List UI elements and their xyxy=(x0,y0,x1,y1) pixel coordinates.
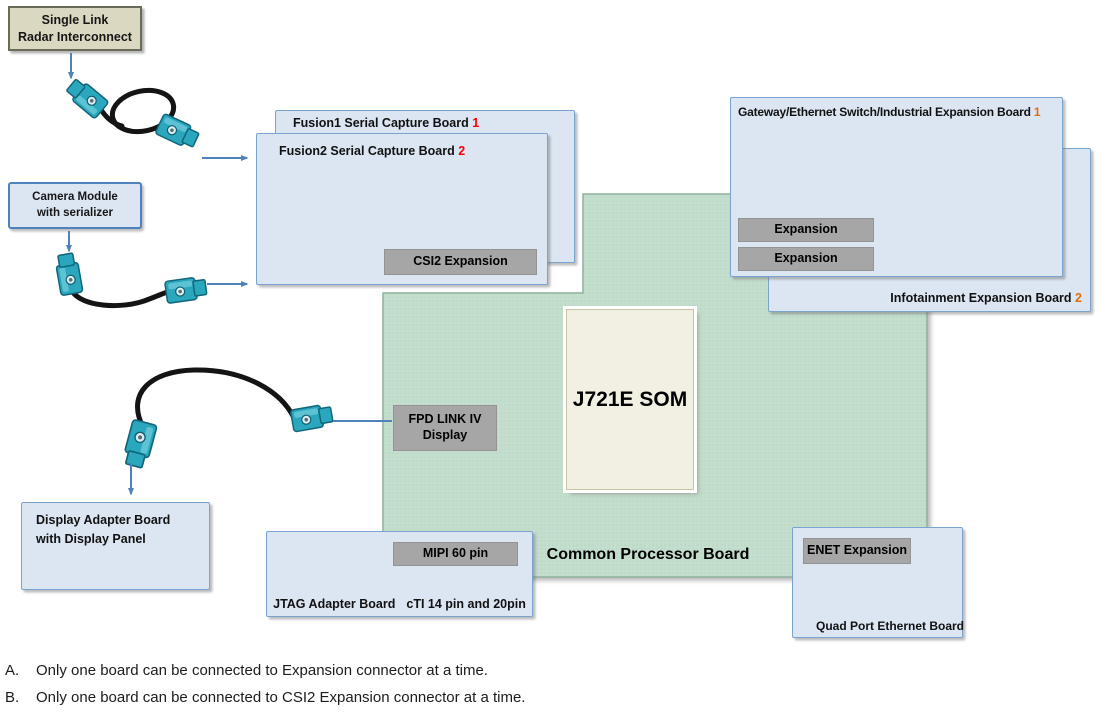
camera-label-line1: Camera Module xyxy=(32,190,118,203)
display-fakra-cable xyxy=(120,367,335,470)
fusion1-title: Fusion1 Serial Capture Board 1 xyxy=(293,116,479,130)
expansion-label-2: Expansion xyxy=(774,251,838,266)
note-a: A. Only one board can be connected to Exp… xyxy=(5,662,1095,679)
quad-port-ethernet-board: ENET Expansion Quad Port Ethernet Board xyxy=(792,527,964,638)
note-b-text: Only one board can be connected to CSI2 … xyxy=(36,689,526,706)
infotainment-number: 2 xyxy=(1075,291,1082,305)
gateway-number: 1 xyxy=(1033,105,1041,119)
expansion-label-1: Expansion xyxy=(774,222,838,237)
display-adapter-line1: Display Adapter Board xyxy=(36,513,171,527)
display-adapter-board: Display Adapter Board with Display Panel xyxy=(21,502,210,590)
note-a-letter: A. xyxy=(5,662,20,679)
jtag-adapter-board: MIPI 60 pin JTAG Adapter Board cTI 14 pi… xyxy=(266,531,533,617)
radar-label-line1: Single Link xyxy=(41,13,109,28)
radar-fakra-cable xyxy=(63,75,202,152)
common-processor-board-text: Common Processor Board xyxy=(546,546,750,563)
fusion2-number: 2 xyxy=(458,144,466,158)
jtag-label-left: JTAG Adapter Board xyxy=(273,597,396,611)
camera-module-box: Camera Module with serializer xyxy=(8,182,142,229)
fakra-connector-icon xyxy=(63,75,110,120)
fusion2-serial-capture-board: Fusion2 Serial Capture Board 2 CSI2 Expa… xyxy=(256,133,548,285)
note-b: B. Only one board can be connected to CSI… xyxy=(5,689,1095,706)
som-label: J721E SOM xyxy=(572,387,688,411)
enet-expansion-connector: ENET Expansion xyxy=(803,538,911,564)
fakra-connector-icon xyxy=(163,275,209,305)
fakra-connector-icon xyxy=(154,112,202,152)
fusion2-title-text: Fusion2 Serial Capture Board xyxy=(279,144,455,158)
mipi-60pin-label: MIPI 60 pin xyxy=(422,546,489,561)
common-processor-board-label: Common Processor Board xyxy=(528,544,768,566)
fusion1-title-text: Fusion1 Serial Capture Board xyxy=(293,116,469,130)
mipi-60pin-connector: MIPI 60 pin xyxy=(393,542,518,566)
enet-expansion-label: ENET Expansion xyxy=(806,543,908,558)
note-a-text: Only one board can be connected to Expan… xyxy=(36,662,488,679)
jtag-label-right: cTI 14 pin and 20pin xyxy=(406,597,526,611)
fusion1-number: 1 xyxy=(472,116,480,130)
jtag-label: JTAG Adapter Board cTI 14 pin and 20pin xyxy=(267,597,532,611)
gateway-title: Gateway/Ethernet Switch/Industrial Expan… xyxy=(738,105,1041,119)
expansion-connector-1: Expansion xyxy=(738,218,874,242)
gateway-title-text: Gateway/Ethernet Switch/Industrial Expan… xyxy=(738,105,1031,119)
quad-port-label: Quad Port Ethernet Board xyxy=(816,619,964,633)
csi2-expansion-connector: CSI2 Expansion xyxy=(384,249,537,275)
fpd-label-line1: FPD LINK IV xyxy=(408,412,482,427)
fpd-link-iv-display-connector: FPD LINK IV Display xyxy=(393,405,497,451)
fusion2-title: Fusion2 Serial Capture Board 2 xyxy=(279,144,465,158)
csi2-expansion-label: CSI2 Expansion xyxy=(413,254,508,269)
infotainment-title: Infotainment Expansion Board 2 xyxy=(890,291,1082,305)
display-adapter-label: Display Adapter Board with Display Panel xyxy=(36,511,170,549)
display-adapter-line2: with Display Panel xyxy=(36,531,146,546)
infotainment-title-text: Infotainment Expansion Board xyxy=(890,291,1072,305)
fakra-connector-icon xyxy=(120,418,158,470)
fpd-label-line2: Display xyxy=(422,428,468,442)
fakra-connector-icon xyxy=(53,251,84,297)
fakra-connector-icon xyxy=(289,402,335,433)
radar-label-line2: Radar Interconnect xyxy=(18,29,132,44)
camera-fakra-cable xyxy=(53,251,209,309)
gateway-ethernet-switch-industrial-expansion-board: Gateway/Ethernet Switch/Industrial Expan… xyxy=(730,97,1063,277)
note-b-letter: B. xyxy=(5,689,20,706)
single-link-radar-interconnect-box: Single Link Radar Interconnect xyxy=(8,6,142,51)
j721e-som-module: J721E SOM xyxy=(566,309,694,490)
camera-label-line2: with serializer xyxy=(36,206,114,219)
expansion-connector-2: Expansion xyxy=(738,247,874,271)
quad-port-label-text: Quad Port Ethernet Board xyxy=(815,619,964,633)
